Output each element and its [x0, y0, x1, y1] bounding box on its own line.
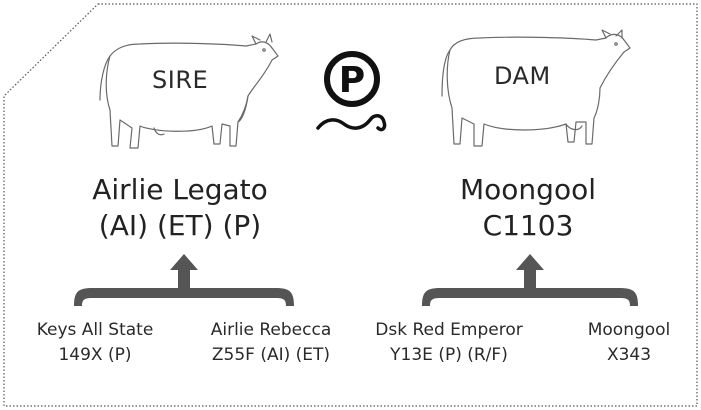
dam-sire-line1: Dsk Red Emperor: [375, 320, 523, 340]
dam-bracket-arrow-icon: [422, 254, 638, 306]
sire-dam-line1: Airlie Rebecca: [210, 320, 332, 340]
bull-icon: [99, 33, 279, 149]
dam-dam-line1: Moongool: [587, 320, 671, 340]
dam-label: DAM: [494, 62, 551, 90]
cow-icon: [441, 29, 631, 147]
sire-label: SIRE: [152, 66, 209, 94]
sire-bracket-arrow-icon: [74, 254, 294, 306]
dam-name-line1: Moongool: [460, 173, 596, 206]
dam-name-line2: C1103: [482, 209, 574, 242]
dam-dam-line2: X343: [606, 345, 652, 365]
sire-name: Airlie Legato (AI) (ET) (P): [80, 172, 280, 244]
sire-dam-line2: Z55F (AI) (ET): [211, 345, 331, 365]
sire-name-line1: Airlie Legato: [92, 173, 268, 206]
dam-dam-entry: Moongool X343: [574, 318, 684, 368]
dam-name: Moongool C1103: [428, 172, 628, 244]
sire-dam-entry: Airlie Rebecca Z55F (AI) (ET): [196, 318, 346, 368]
sire-sire-line1: Keys All State: [36, 320, 154, 340]
polled-p-letter: P: [339, 60, 365, 101]
sire-sire-line2: 149X (P): [58, 345, 132, 365]
dam-sire-line2: Y13E (P) (R/F): [390, 345, 508, 365]
polled-p-icon: P: [316, 51, 387, 132]
dam-sire-entry: Dsk Red Emperor Y13E (P) (R/F): [364, 318, 534, 368]
sire-sire-entry: Keys All State 149X (P): [22, 318, 168, 368]
sire-name-line2: (AI) (ET) (P): [98, 209, 262, 242]
